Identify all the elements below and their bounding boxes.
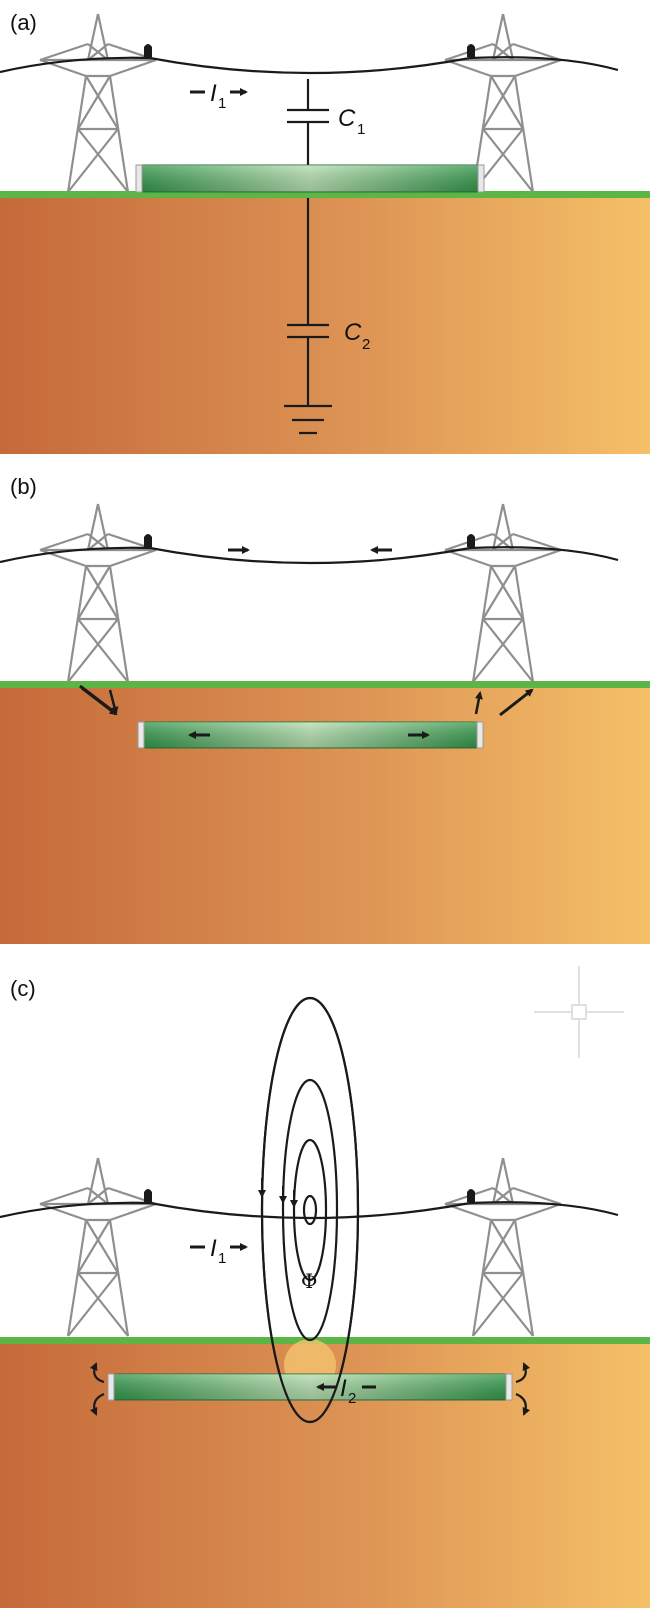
panel-c: (c) Φ I — [0, 966, 650, 1608]
pipeline — [137, 721, 484, 749]
panel-b: (b) — [0, 474, 650, 944]
svg-text:2: 2 — [362, 336, 370, 353]
svg-text:1: 1 — [357, 121, 365, 138]
insulator-icon — [144, 1189, 152, 1202]
panel-c-label: (c) — [10, 976, 36, 1001]
capacitor-c1-label: C — [338, 105, 356, 132]
pipeline — [107, 1373, 513, 1401]
insulator-icon — [144, 44, 152, 57]
arrow-icon — [515, 1392, 531, 1416]
arrow-icon — [108, 689, 119, 715]
transmission-tower-icon — [38, 1156, 158, 1338]
transmission-tower-icon — [443, 502, 563, 684]
capacitor-c2-label: C — [344, 319, 362, 346]
svg-text:1: 1 — [218, 1250, 226, 1267]
arrow-icon — [474, 691, 483, 715]
current-i1-annotation: I 1 — [190, 80, 248, 112]
panel-a-label: (a) — [10, 10, 37, 35]
insulator-icon — [144, 534, 152, 547]
current-i1-label: I — [210, 80, 217, 107]
current-i1-annotation: I 1 — [190, 1235, 248, 1267]
grass-strip — [0, 191, 650, 198]
transmission-tower-icon — [443, 1156, 563, 1338]
arrow-icon — [515, 1362, 531, 1384]
arrow-icon — [89, 1362, 105, 1384]
transmission-tower-icon — [38, 502, 158, 684]
svg-text:1: 1 — [218, 95, 226, 112]
ground-symbol-icon — [284, 404, 332, 435]
insulator-icon — [467, 1189, 475, 1202]
grass-strip — [0, 681, 650, 688]
current-i1-label: I — [210, 1235, 217, 1262]
flux-phi-label: Φ — [301, 1269, 317, 1293]
current-i2-annotation: I 2 — [316, 1375, 376, 1407]
insulator-icon — [467, 44, 475, 57]
svg-text:2: 2 — [348, 1390, 356, 1407]
capacitor-icon — [287, 198, 329, 406]
arrow-icon — [499, 688, 534, 717]
current-i2-label: I — [340, 1375, 347, 1402]
flux-loop-icon — [260, 996, 360, 1424]
insulator-icon — [467, 534, 475, 547]
arrow-icon — [89, 1392, 105, 1416]
crosshair-icon — [534, 966, 624, 1058]
power-line — [0, 56, 619, 75]
panel-b-label: (b) — [10, 474, 37, 499]
power-line — [0, 1201, 619, 1220]
pipeline — [135, 164, 485, 193]
panel-a: (a) I 1 C 1 — [0, 10, 650, 454]
power-line — [0, 546, 619, 565]
capacitor-icon — [287, 79, 329, 166]
grass-strip — [0, 1337, 650, 1344]
